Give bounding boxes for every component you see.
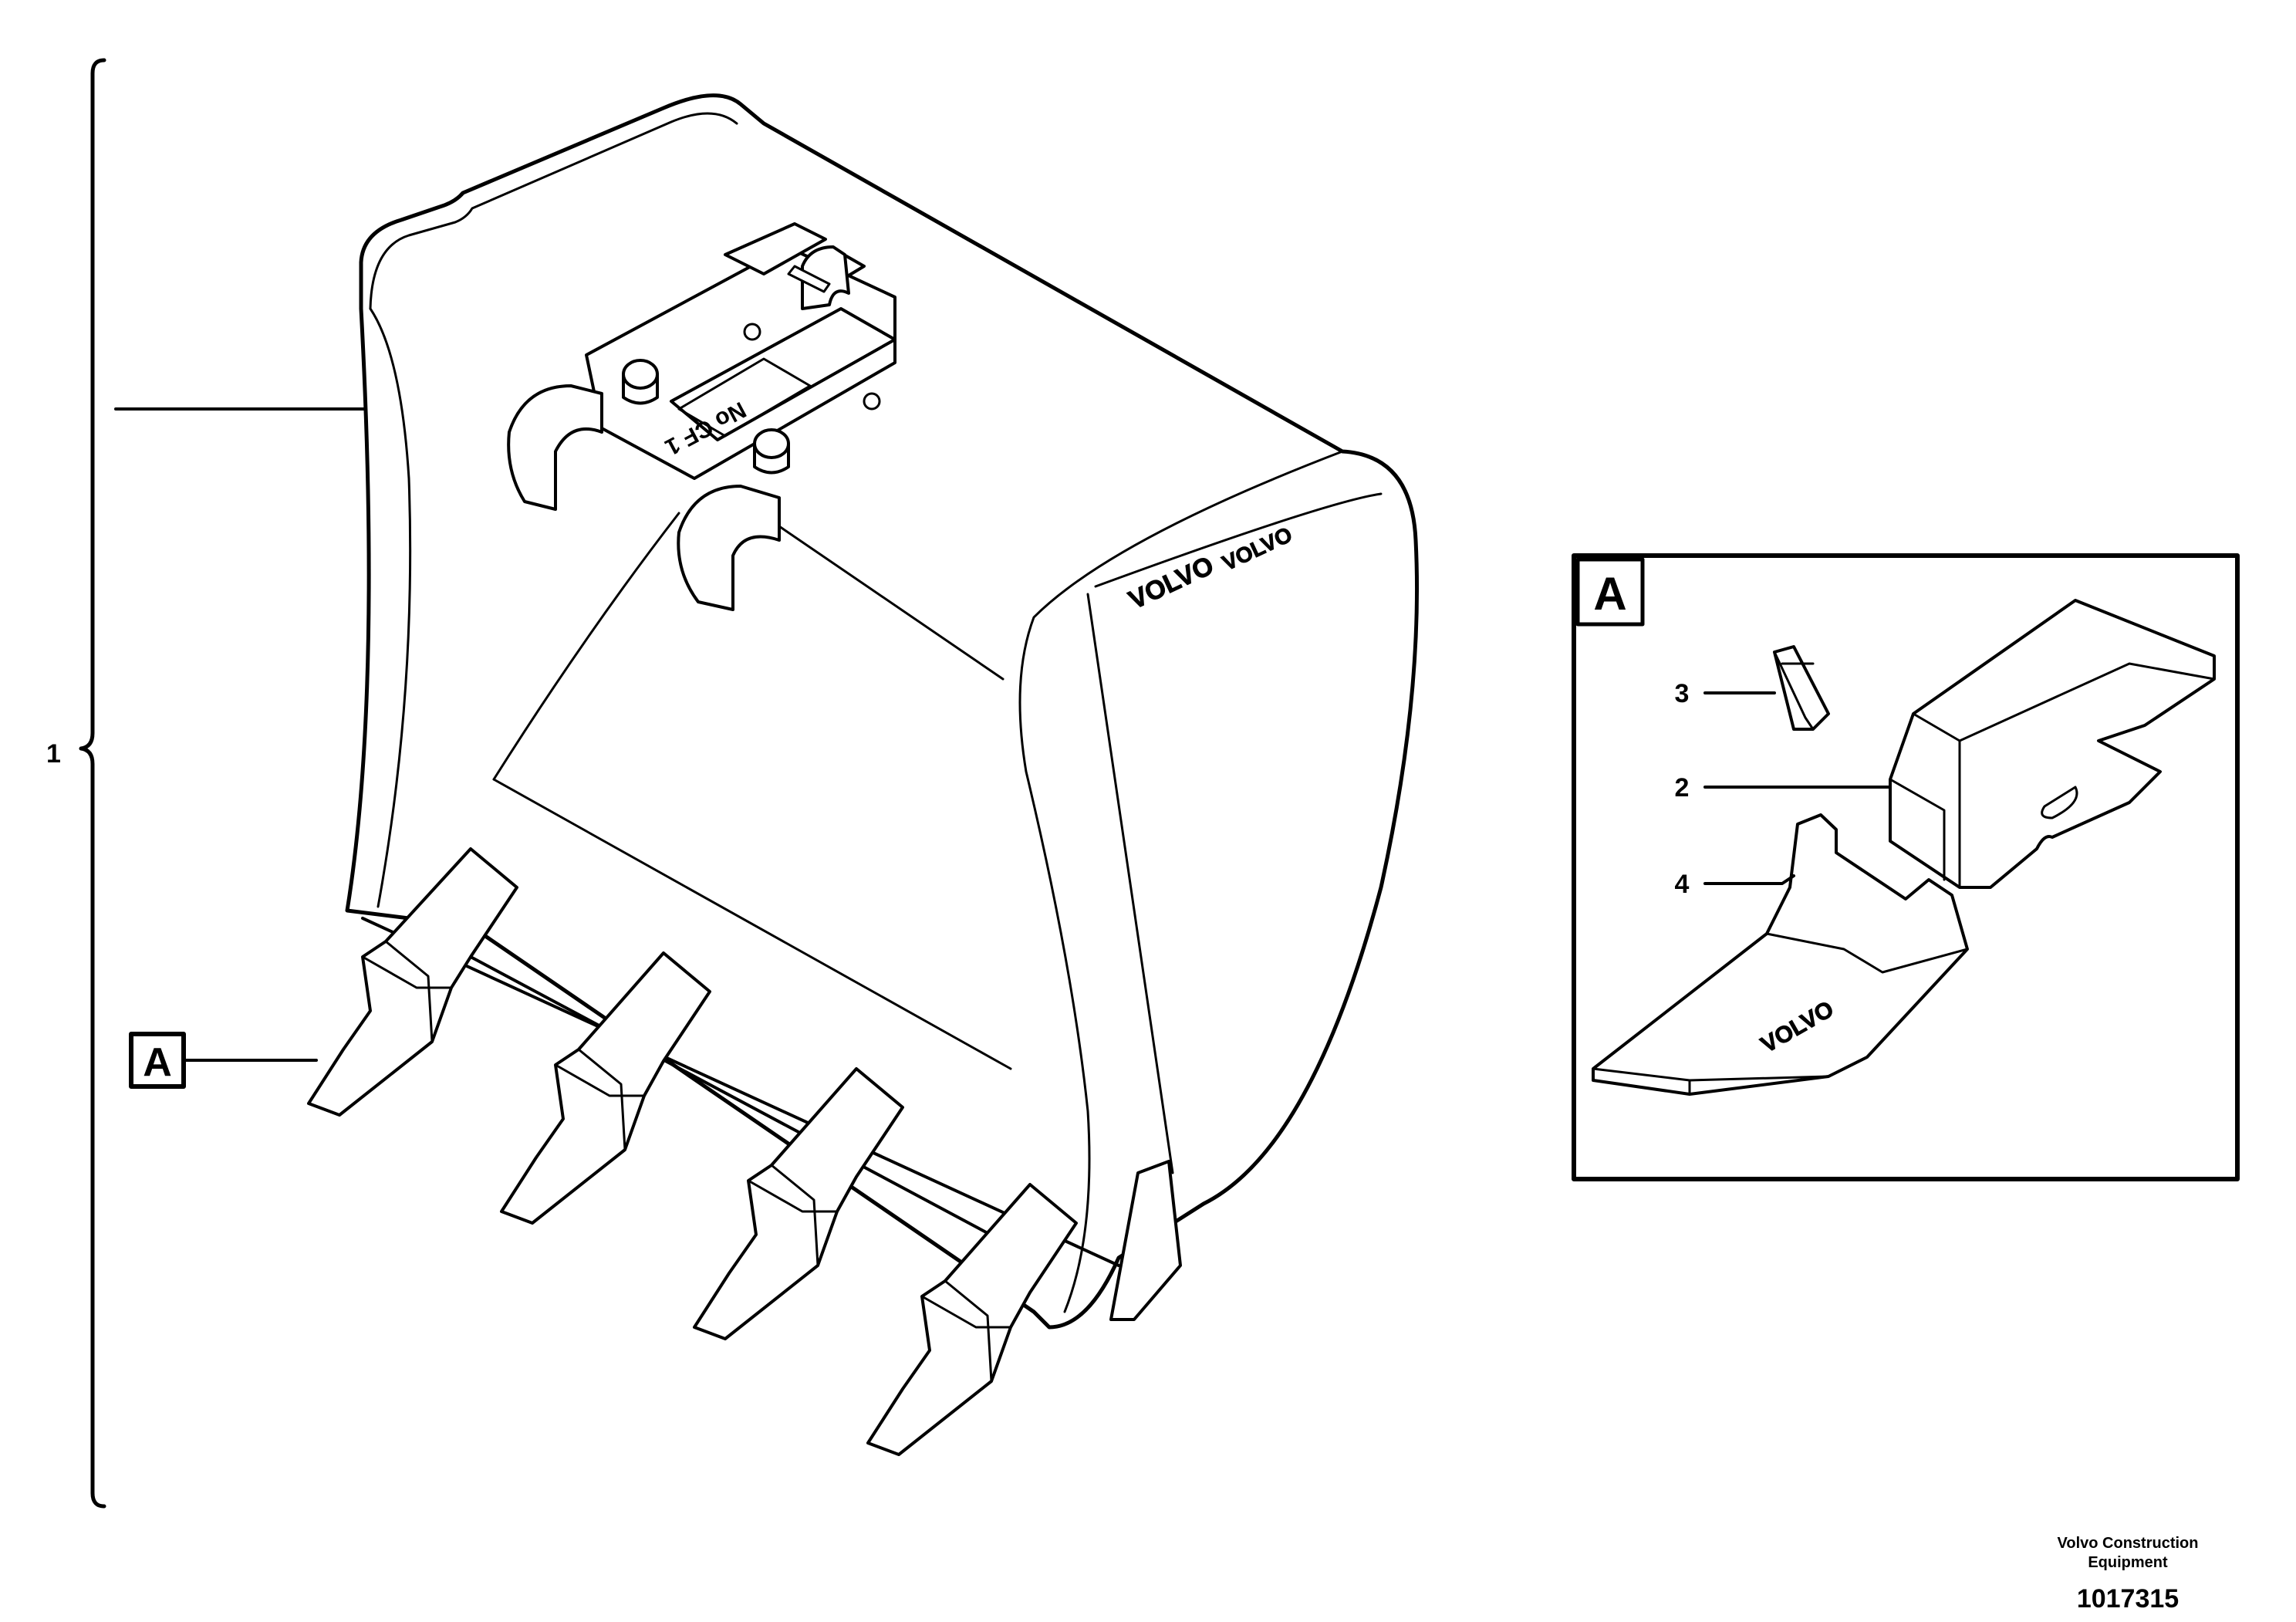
pin-part [1773,645,1830,731]
detail-callout-letter: A [143,1040,172,1085]
item-label-4: 4 [1675,870,1690,899]
adapter-leader [1703,874,1795,885]
footer: Volvo Construction Equipment 1017315 [2058,1535,2199,1614]
company-name-line1: Volvo Construction [2058,1535,2199,1552]
item-label-2: 2 [1675,773,1690,803]
tooth-part [1889,599,2216,889]
bucket-tooth [866,1183,1078,1456]
item-label-3: 3 [1675,679,1690,708]
coupler-badge [787,265,831,293]
bucket-tooth [307,847,518,1117]
coupler-bracket: No CF 1 [507,222,896,611]
company-name-line2: Equipment [2088,1554,2168,1571]
detail-callout: A [129,1032,318,1089]
adapter-part: VOLVO [1592,813,1969,1096]
item-label-1: 1 [46,739,61,769]
drawing-number: 1017315 [2077,1584,2179,1614]
detail-box-letter: A [1593,568,1626,620]
bucket-tooth [500,951,711,1225]
bucket-tooth [693,1067,904,1340]
assembly-brace [79,58,370,1509]
detail-box: A 3 2 VOLVO 4 [1572,553,2240,1181]
bucket-illustration: No CF 1 VOLVO VOLVO [307,93,1420,1456]
